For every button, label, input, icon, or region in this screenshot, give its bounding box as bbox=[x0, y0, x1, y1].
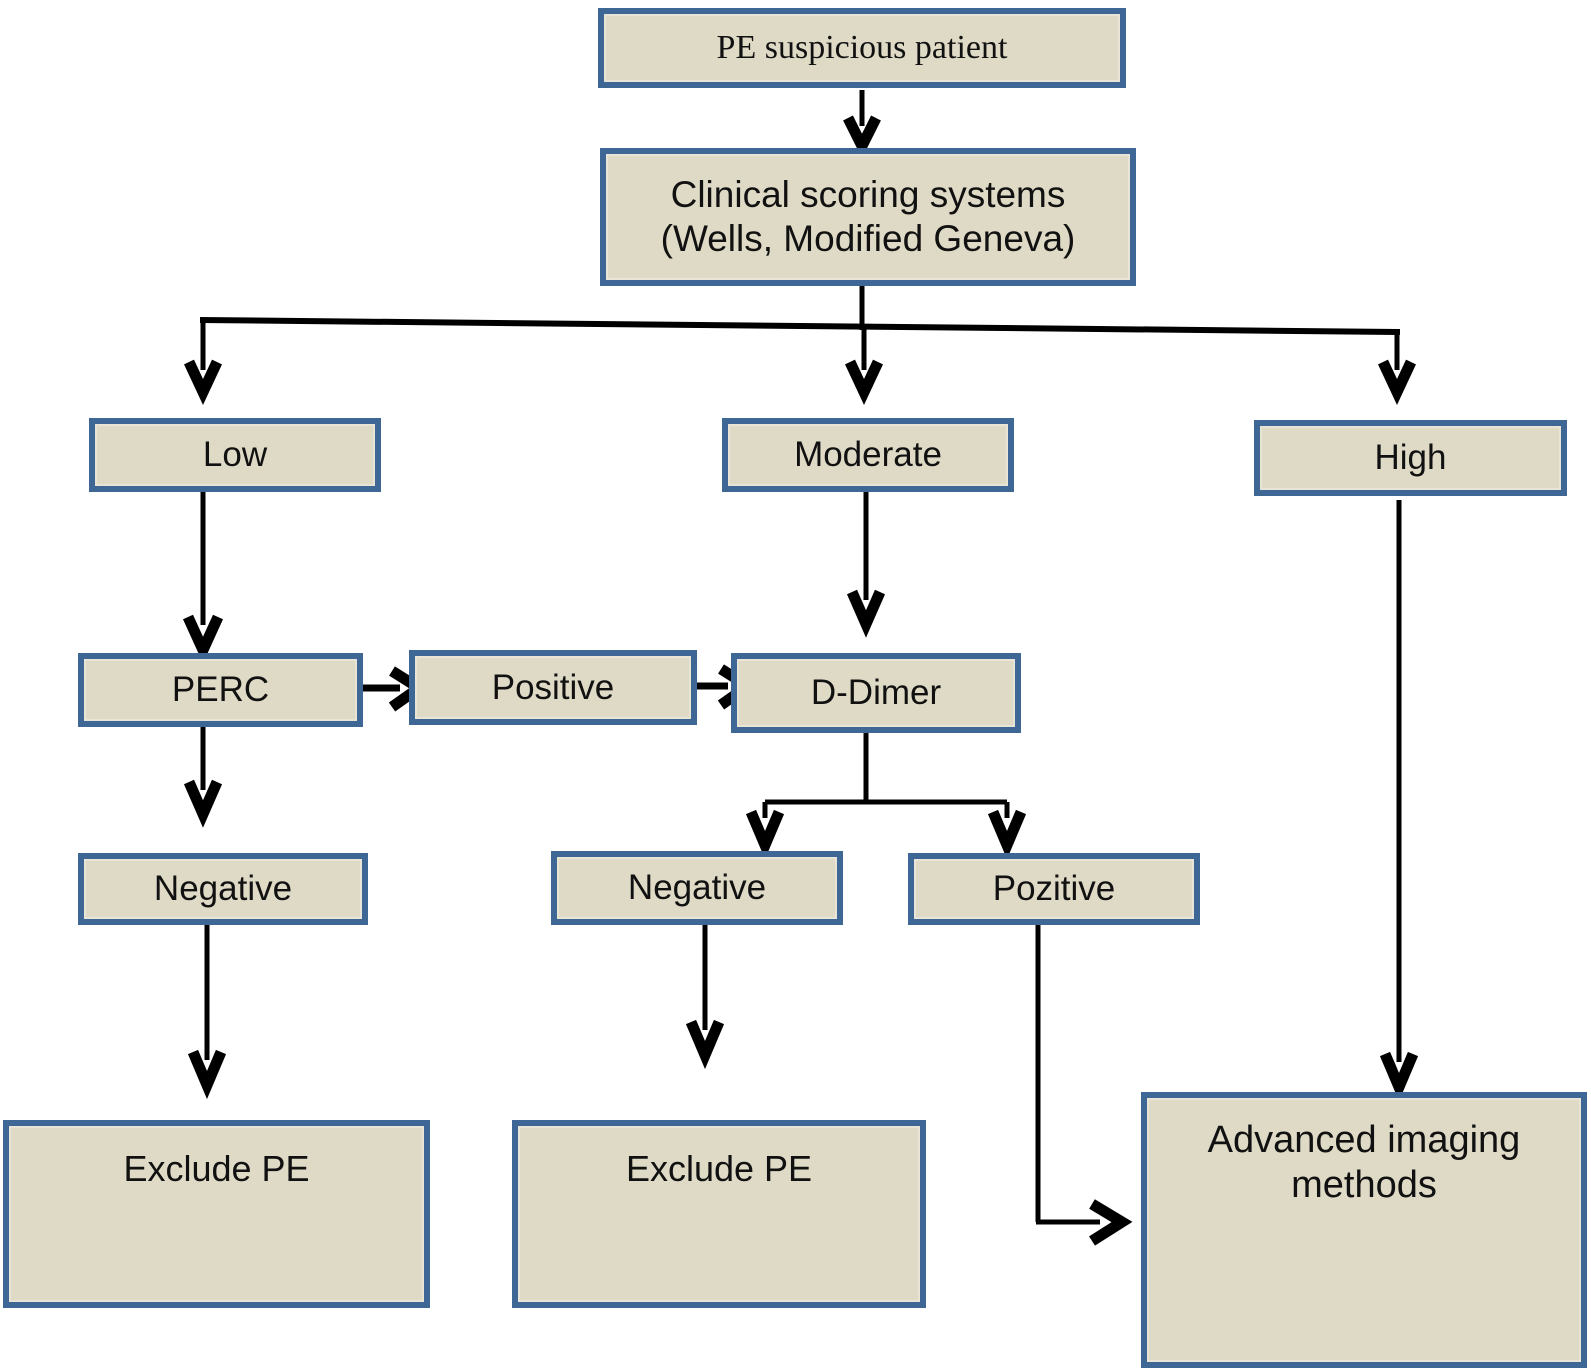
node-d-dimer[interactable]: D-Dimer bbox=[731, 653, 1021, 733]
edge-bar-to-high-arrowhead bbox=[1378, 359, 1416, 406]
node-exclude-pe-middle[interactable]: Exclude PE bbox=[512, 1120, 926, 1308]
edge-negative2-to-exclude-mid-arrowhead bbox=[685, 1019, 725, 1070]
edge-pozitive-to-advanced-arrowhead bbox=[1089, 1199, 1133, 1246]
edge-patient-to-scoring-arrowhead bbox=[843, 115, 881, 159]
node-risk-moderate-label: Moderate bbox=[794, 435, 942, 475]
edge-moderate-to-ddimer-arrowhead bbox=[846, 589, 886, 638]
edge-low-to-perc-arrowhead bbox=[182, 614, 224, 664]
node-d-dimer-pozitive[interactable]: Pozitive bbox=[908, 853, 1200, 925]
node-exclude-pe-left-label: Exclude PE bbox=[123, 1148, 310, 1189]
edge-ddimer-to-negative-arrowhead bbox=[745, 809, 785, 860]
edge-bar-to-moderate-arrowhead bbox=[845, 359, 883, 406]
edge-bar-to-low-arrowhead bbox=[184, 359, 222, 406]
node-risk-high[interactable]: High bbox=[1254, 420, 1567, 496]
node-d-dimer-label: D-Dimer bbox=[810, 673, 942, 713]
edge-risk-distribution-bar bbox=[199, 317, 1401, 335]
node-risk-low[interactable]: Low bbox=[89, 418, 381, 492]
node-clinical-scoring-systems[interactable]: Clinical scoring systems (Wells, Modifie… bbox=[600, 148, 1136, 286]
node-exclude-pe-left[interactable]: Exclude PE bbox=[3, 1120, 430, 1308]
node-perc[interactable]: PERC bbox=[78, 653, 363, 727]
node-pe-suspicious-patient[interactable]: PE suspicious patient bbox=[598, 8, 1126, 88]
node-perc-positive[interactable]: Positive bbox=[409, 650, 697, 725]
node-pe-suspicious-patient-label: PE suspicious patient bbox=[716, 28, 1008, 66]
node-risk-moderate[interactable]: Moderate bbox=[722, 418, 1014, 492]
node-exclude-pe-middle-label: Exclude PE bbox=[625, 1148, 813, 1189]
node-perc-negative[interactable]: Negative bbox=[78, 853, 368, 925]
node-d-dimer-pozitive-label: Pozitive bbox=[992, 869, 1116, 909]
node-perc-positive-label: Positive bbox=[491, 667, 615, 707]
node-d-dimer-negative[interactable]: Negative bbox=[551, 851, 843, 925]
node-risk-high-label: High bbox=[1374, 438, 1447, 478]
node-perc-label: PERC bbox=[171, 670, 270, 710]
node-perc-negative-label: Negative bbox=[153, 869, 293, 909]
edge-high-to-advanced-arrowhead bbox=[1379, 1051, 1419, 1102]
node-risk-low-label: Low bbox=[202, 435, 268, 475]
node-clinical-scoring-systems-label: Clinical scoring systems (Wells, Modifie… bbox=[660, 174, 1076, 259]
node-advanced-imaging-methods-label: Advanced imaging methods bbox=[1207, 1119, 1521, 1206]
node-d-dimer-negative-label: Negative bbox=[627, 868, 767, 908]
edge-perc-to-negative-arrowhead bbox=[183, 779, 223, 828]
node-advanced-imaging-methods[interactable]: Advanced imaging methods bbox=[1141, 1092, 1587, 1368]
edge-negative-to-exclude-left-arrowhead bbox=[187, 1049, 227, 1100]
edge-ddimer-to-pozitive-arrowhead bbox=[987, 809, 1027, 860]
